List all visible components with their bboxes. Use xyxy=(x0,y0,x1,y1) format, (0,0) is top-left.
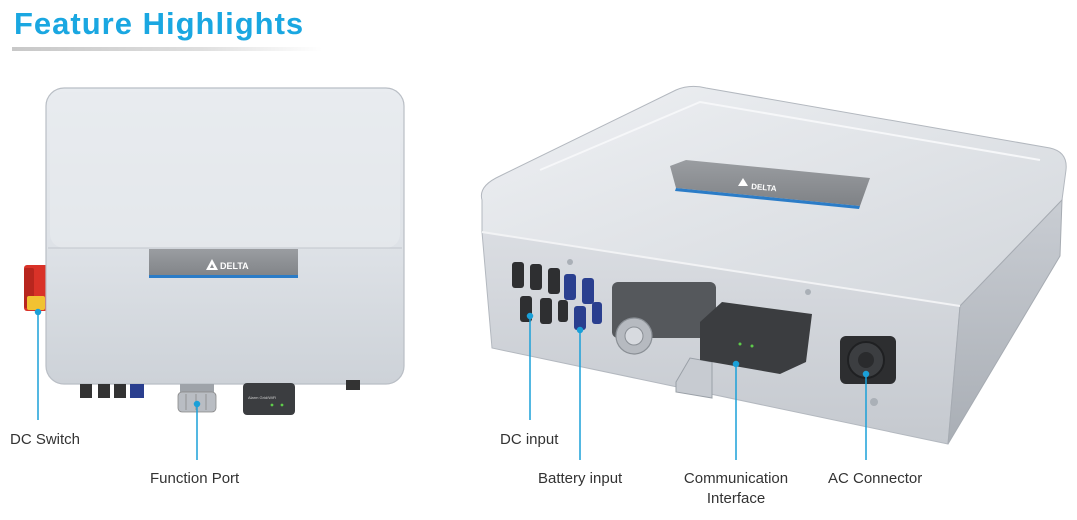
label-function-port: Function Port xyxy=(150,470,240,487)
callout-battery-input-line xyxy=(576,326,584,460)
comm-box-text: Alarm Grid/WiFi xyxy=(248,395,276,400)
callout-function-port-line xyxy=(193,400,201,460)
front-bottom-connectors xyxy=(80,380,360,398)
label-communication-interface-line1: Communication xyxy=(683,470,789,487)
inverter-front-view: DELTA Alarm Grid/WiFi xyxy=(24,87,405,415)
brand-panel-iso xyxy=(670,160,870,209)
label-communication-interface-line2: Interface xyxy=(706,490,766,507)
dc-switch xyxy=(24,265,48,311)
label-dc-input: DC input xyxy=(500,431,559,448)
inverter-iso-view: DELTA xyxy=(480,85,1067,445)
title-underline xyxy=(12,47,322,51)
gland-port-iso xyxy=(612,282,716,355)
callout-dc-switch-line xyxy=(34,308,42,420)
comm-interface-box xyxy=(700,302,812,374)
callout-lines xyxy=(34,308,870,460)
battery-input-connectors xyxy=(564,274,602,330)
brand-panel xyxy=(149,249,298,278)
brand-logo-front: DELTA xyxy=(220,261,249,271)
comm-box-front xyxy=(243,383,295,415)
callout-ac-connector-line xyxy=(862,370,870,460)
ac-connector xyxy=(840,336,896,384)
brand-logo-iso: DELTA xyxy=(751,182,777,193)
callout-dc-input-line xyxy=(526,312,534,420)
label-ac-connector: AC Connector xyxy=(828,470,923,487)
label-dc-switch: DC Switch xyxy=(10,431,81,448)
label-communication-interface: Communication Interface xyxy=(676,470,796,507)
callout-comm-interface-line xyxy=(732,360,740,460)
label-battery-input: Battery input xyxy=(538,470,623,487)
page-title: Feature Highlights xyxy=(14,6,305,41)
